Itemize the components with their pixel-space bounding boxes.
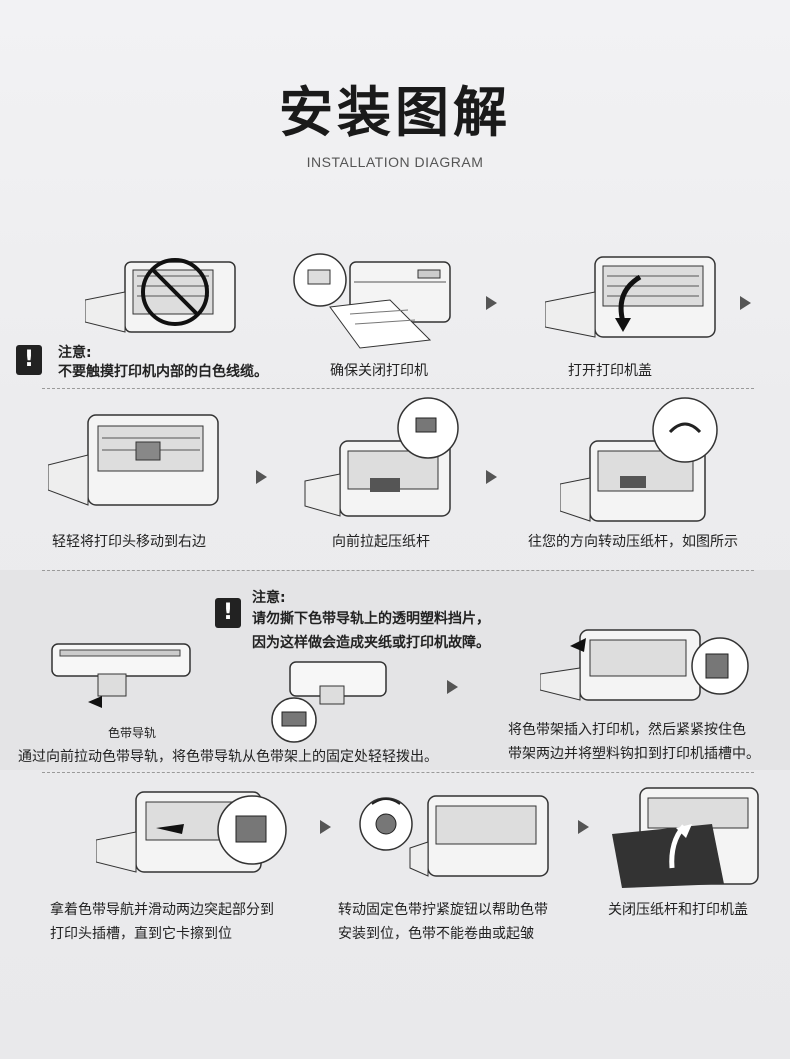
step-caption-line1: 转动固定色带拧紧旋钮以帮助色带 bbox=[338, 902, 548, 918]
section-divider bbox=[42, 772, 754, 773]
step-arrow-icon bbox=[447, 680, 458, 694]
ribbon-guide-slide-illustration bbox=[96, 791, 287, 873]
step-caption-line1: 将色带架插入打印机，然后紧紧按住色 bbox=[508, 722, 746, 738]
step-caption: 关闭压纸杆和打印机盖 bbox=[608, 902, 748, 918]
step-caption: 通过向前拉动色带导轨，将色带导轨从色带架上的固定处轻轻拨出。 bbox=[18, 749, 438, 765]
page-subtitle: INSTALLATION DIAGRAM bbox=[306, 154, 484, 170]
lever-pull-illustration bbox=[304, 397, 459, 517]
page-title: 安装图解 bbox=[279, 81, 511, 144]
warning-icon: ! bbox=[16, 345, 42, 375]
warning-title: 注意: bbox=[58, 345, 92, 361]
ribbon-insert-illustration bbox=[540, 629, 749, 701]
section-divider bbox=[42, 570, 754, 571]
step-caption: 确保关闭打印机 bbox=[330, 363, 428, 379]
lever-rotate-illustration bbox=[560, 397, 718, 522]
ribbon-guide-detach-illustration bbox=[271, 661, 387, 743]
step-arrow-icon bbox=[256, 470, 267, 484]
step-arrow-icon bbox=[486, 296, 497, 310]
ribbon-guide-label: 色带导轨 bbox=[108, 726, 157, 740]
step-arrow-icon bbox=[740, 296, 751, 310]
printer-no-touch-illustration bbox=[85, 258, 236, 333]
step-arrow-icon bbox=[320, 820, 331, 834]
step-caption: 轻轻将打印头移动到右边 bbox=[52, 534, 206, 550]
ribbon-knob-turn-illustration bbox=[359, 795, 549, 877]
ribbon-cartridge-illustration bbox=[51, 643, 191, 708]
step-caption-line2: 安装到位，色带不能卷曲或起皱 bbox=[338, 926, 534, 942]
warning-text: 不要触摸打印机内部的白色线缆。 bbox=[58, 364, 268, 380]
warning-text-line1: 请勿撕下色带导轨上的透明塑料挡片， bbox=[252, 611, 490, 627]
printer-close-cover-illustration bbox=[612, 787, 759, 888]
step-caption-line2: 带架两边并将塑料钩扣到打印机插槽中。 bbox=[508, 746, 760, 762]
section-divider bbox=[42, 388, 754, 389]
step-arrow-icon bbox=[486, 470, 497, 484]
step-caption: 打开打印机盖 bbox=[568, 363, 652, 379]
step-arrow-icon bbox=[578, 820, 589, 834]
printer-head-move-illustration bbox=[48, 414, 219, 506]
step-caption-line2: 打印头插槽，直到它卡擦到位 bbox=[50, 926, 232, 942]
step-caption: 向前拉起压纸杆 bbox=[332, 534, 430, 550]
warning-title: 注意: bbox=[252, 590, 286, 606]
printer-closed-illustration bbox=[293, 253, 451, 349]
step-caption: 往您的方向转动压纸杆，如图所示 bbox=[528, 534, 738, 550]
warning-text-line2: 因为这样做会造成夹纸或打印机故障。 bbox=[252, 635, 490, 651]
printer-open-cover-illustration bbox=[545, 256, 716, 338]
warning-icon: ! bbox=[215, 598, 241, 628]
step-caption-line1: 拿着色带导航并滑动两边突起部分到 bbox=[50, 902, 274, 918]
